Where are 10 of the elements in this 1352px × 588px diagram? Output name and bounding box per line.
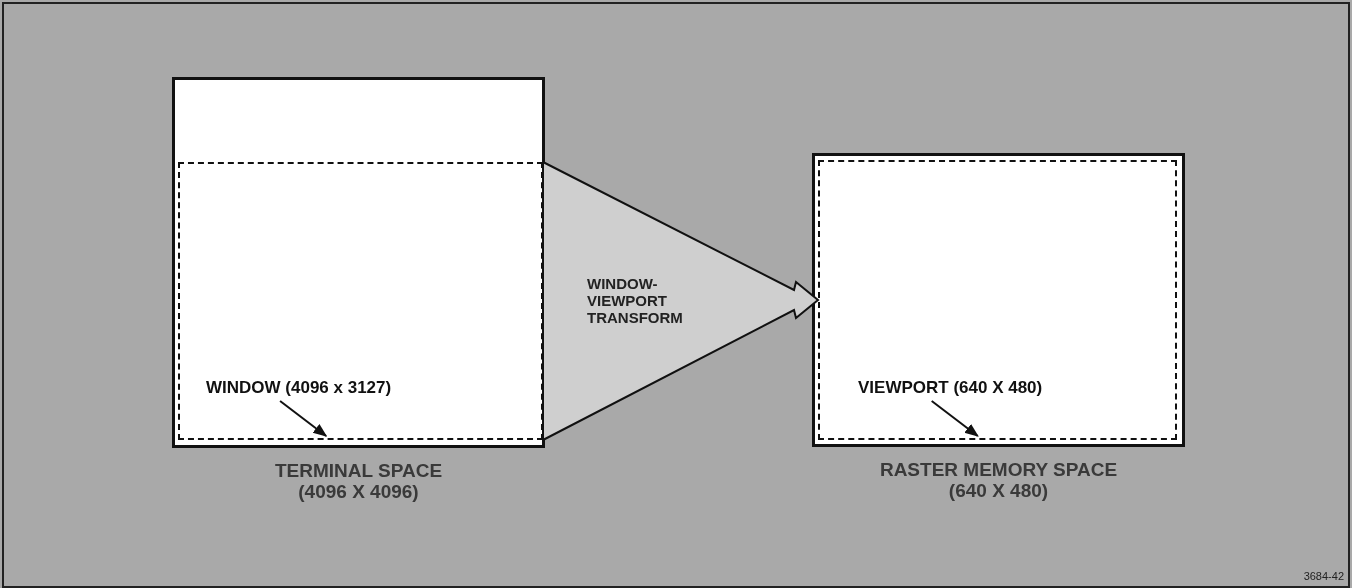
edge-label: WINDOW- VIEWPORT TRANSFORM [587, 275, 684, 326]
window-label: WINDOW (4096 x 3127) [206, 378, 392, 398]
leader-line [279, 400, 328, 437]
leader-line [930, 400, 979, 437]
space-caption: RASTER MEMORY SPACE (640 X 480) [878, 459, 1119, 501]
viewport-label: VIEWPORT (640 X 480) [858, 378, 1043, 398]
transform-arrow [542, 160, 820, 442]
window-outline [178, 162, 543, 440]
space-caption: TERMINAL SPACE (4096 X 4096) [273, 460, 444, 502]
figure-number: 3684-42 [1303, 570, 1344, 582]
